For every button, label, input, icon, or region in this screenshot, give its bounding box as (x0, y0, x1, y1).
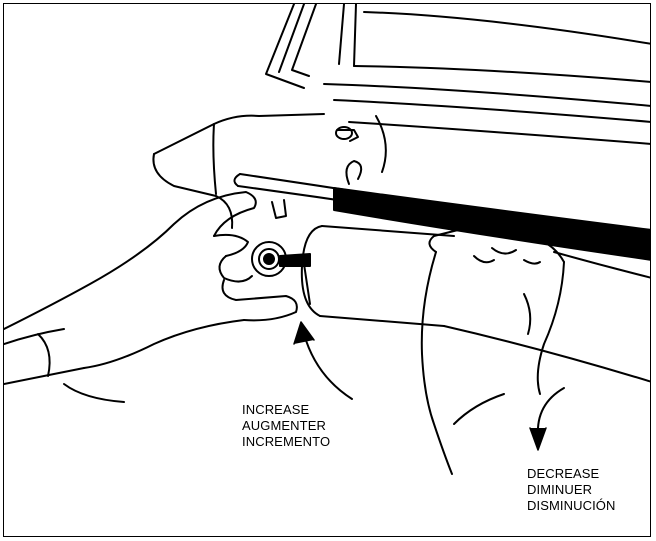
left-hand (4, 191, 298, 403)
decrease-label-es: DISMINUCIÓN (527, 498, 616, 513)
machine-housing (152, 4, 650, 229)
decrease-arrow (529, 387, 565, 451)
film-roll (300, 225, 455, 327)
increase-label-es: INCREMENTO (242, 434, 331, 449)
decrease-label: DECREASE DIMINUER DISMINUCIÓN (527, 466, 616, 514)
illustration-frame: INCREASE AUGMENTER INCREMENTO DECREASE D… (3, 3, 651, 537)
decrease-label-en: DECREASE (527, 466, 600, 481)
guide-bar (233, 173, 650, 251)
increase-label-fr: AUGMENTER (242, 418, 326, 433)
increase-arrow (293, 321, 353, 400)
housing-line (443, 325, 650, 383)
right-hand (420, 214, 565, 475)
laminator-roller-illustration (4, 4, 650, 475)
adjustment-peg (335, 126, 359, 142)
decrease-label-fr: DIMINUER (527, 482, 593, 497)
increase-label: INCREASE AUGMENTER INCREMENTO (242, 402, 330, 450)
increase-label-en: INCREASE (242, 402, 310, 417)
